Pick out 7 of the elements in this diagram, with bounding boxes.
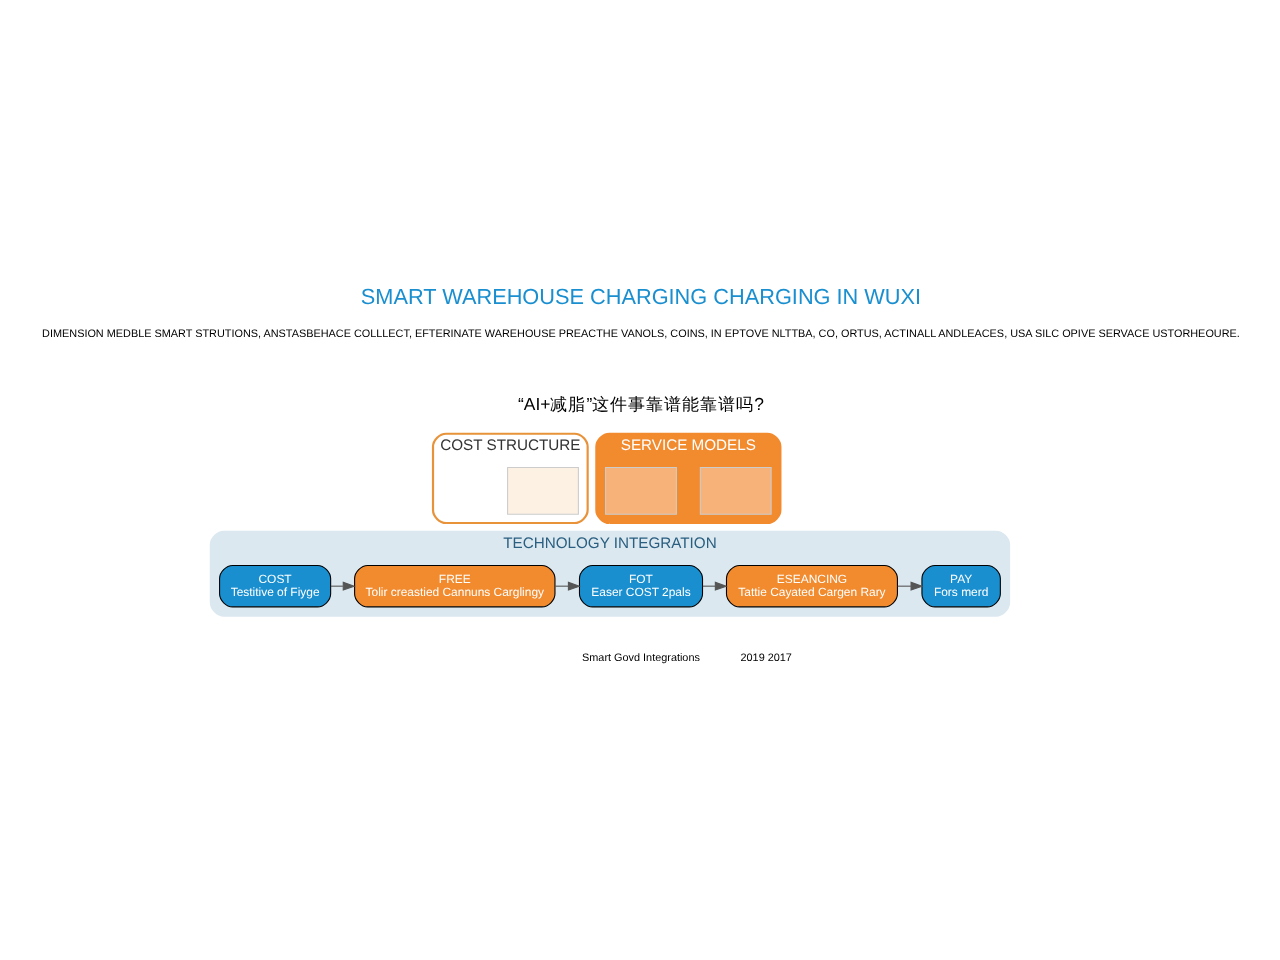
diagram-title: SMART WAREHOUSE CHARGING CHARGING IN WUXI <box>359 286 921 311</box>
arrow <box>329 581 355 591</box>
label: “AI+减脂”这件事靠谱能靠谱吗? <box>517 393 763 414</box>
node-box <box>604 466 676 515</box>
node-box <box>698 466 771 515</box>
arrow <box>553 581 580 591</box>
node-box <box>506 466 578 515</box>
